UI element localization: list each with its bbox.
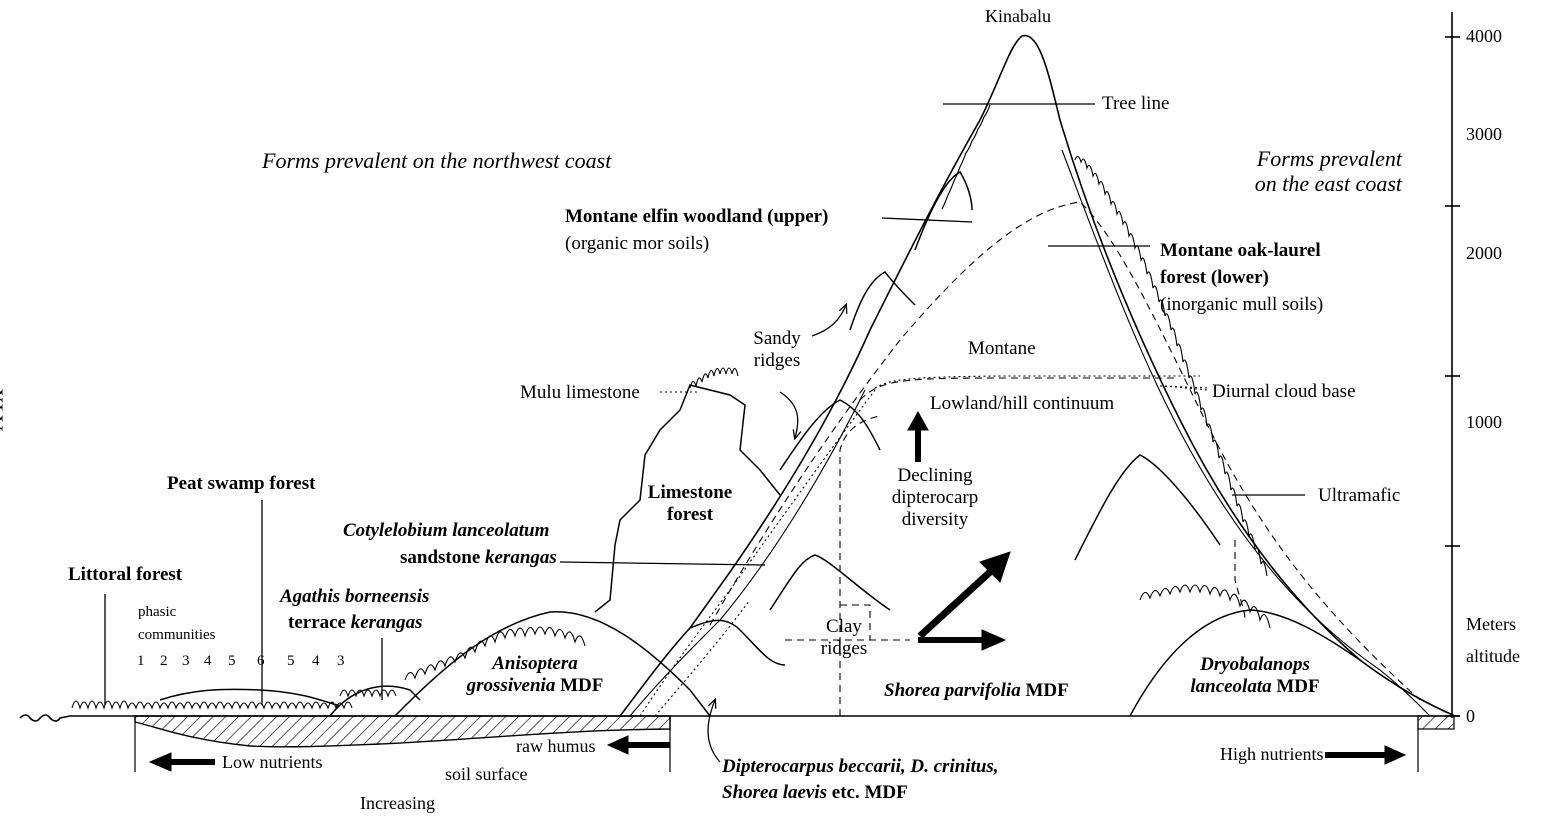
low-nutrients-label: Low nutrients — [222, 752, 323, 772]
montane-zone-label: Montane — [968, 338, 1036, 359]
dryobalanops-species: lanceolata — [1190, 675, 1272, 697]
dipterocarpus-label-2: Shorea laevis etc. MDF — [722, 782, 908, 804]
agathis-label: Agathis borneensis — [280, 586, 430, 607]
increasing-label: Increasing — [360, 793, 435, 813]
etc-mdf-word: etc. MDF — [827, 782, 908, 803]
shorea-species: Shorea parvifolia — [884, 680, 1021, 701]
phasic-number: 2 — [160, 653, 168, 669]
altitude-tick-0: 0 — [1466, 706, 1475, 726]
terrace-kerangas-label: terrace kerangas — [288, 612, 423, 634]
soil-layer-east — [1417, 715, 1455, 730]
shorea-parvifolia-label: Shorea parvifolia MDF — [884, 680, 1069, 702]
dipterocarpus-label-1: Dipterocarpus beccarii, D. crinitus, — [722, 756, 999, 777]
phasic-number: 3 — [337, 653, 345, 669]
anisoptera-label: Anisoptera grossivenia MDF — [440, 653, 630, 697]
lowland-hill-label: Lowland/hill continuum — [930, 393, 1115, 414]
terrace-kerangas-word: kerangas — [350, 612, 423, 633]
phasic-label-1: phasic — [138, 604, 177, 620]
phasic-number: 6 — [257, 653, 265, 669]
altitude-axis-label-1: Meters — [1466, 614, 1516, 634]
dryobalanops-line-2: lanceolata MDF — [1175, 676, 1335, 698]
kerangas-word: kerangas — [485, 547, 557, 568]
oak-laurel-label-2: forest (lower) — [1160, 267, 1269, 288]
clay-ridges-line-2: ridges — [820, 637, 868, 659]
cotylelobium-label: Cotylelobium lanceolatum — [343, 520, 550, 541]
altitude-tick-4000: 4000 — [1466, 26, 1502, 46]
dotted-pointers — [660, 385, 1209, 393]
east-heading-line-1: Forms prevalent — [1256, 146, 1402, 171]
elfin-soils-label: (organic mor soils) — [565, 233, 710, 254]
littoral-forest-label: Littoral forest — [68, 564, 183, 585]
altitude-tick-3000: 3000 — [1466, 124, 1502, 144]
sandy-ridges-line-1: Sandy — [753, 328, 801, 349]
altitude-tick-2000: 2000 — [1466, 243, 1502, 263]
sandstone-word: sandstone — [400, 547, 485, 568]
altitude-axis-label-2: altitude — [1466, 646, 1520, 666]
side-page-label: XLV — [0, 388, 8, 432]
sandy-ridges-label: Sandy ridges — [742, 328, 812, 372]
anisoptera-species: grossivenia — [466, 674, 556, 696]
declining-line-1: Declining — [897, 465, 973, 486]
east-heading: Forms prevalent on the east coast — [1222, 146, 1402, 197]
declining-diversity-label: Declining dipterocarp diversity — [880, 465, 990, 531]
phasic-number: 5 — [287, 653, 295, 669]
peak-label: Kinabalu — [985, 6, 1051, 26]
pointer-lines — [104, 103, 1305, 705]
dryobalanops-mdf: MDF — [1271, 675, 1320, 697]
clay-ridges-line-1: Clay — [826, 616, 862, 637]
phasic-label-2: communities — [138, 627, 216, 643]
phasic-number: 4 — [312, 653, 320, 669]
altitude-tick-1000: 1000 — [1466, 412, 1502, 432]
phasic-number: 1 — [137, 653, 145, 669]
declining-line-2: dipterocarp — [891, 486, 979, 508]
high-nutrients-label: High nutrients — [1220, 744, 1324, 764]
soil-surface-label: soil surface — [445, 764, 528, 784]
dryobalanops-label: Dryobalanops lanceolata MDF — [1175, 654, 1335, 698]
limestone-forest-label: Limestone forest — [640, 482, 740, 526]
shorea-laevis-word: Shorea laevis — [722, 782, 828, 803]
oak-laurel-label-1: Montane oak-laurel — [1160, 240, 1321, 261]
mulu-limestone-label: Mulu limestone — [520, 382, 640, 403]
tree-line-label: Tree line — [1102, 93, 1170, 114]
phasic-number: 3 — [182, 653, 190, 669]
kinabalu-outline — [619, 34, 1456, 717]
ultramafic-label: Ultramafic — [1318, 485, 1401, 506]
clay-ridges-label: Clay ridges — [812, 616, 876, 660]
limestone-forest-line-1: Limestone — [647, 482, 733, 503]
phasic-number: 4 — [204, 653, 212, 669]
limestone-forest-line-2: forest — [666, 503, 714, 525]
phasic-number: 5 — [228, 653, 236, 669]
peat-swamp-label: Peat swamp forest — [167, 473, 316, 494]
zone-boundaries — [709, 201, 1421, 716]
anisoptera-mdf: MDF — [555, 674, 604, 696]
shorea-mdf: MDF — [1020, 680, 1069, 701]
anisoptera-line-1: Anisoptera — [492, 653, 578, 674]
sandy-ridges-line-2: ridges — [753, 349, 801, 371]
cloud-base-line — [639, 375, 1211, 717]
elfin-woodland-label: Montane elfin woodland (upper) — [565, 206, 829, 227]
raw-humus-label: raw humus — [516, 736, 596, 756]
curved-arrows — [707, 305, 846, 763]
declining-line-3: diversity — [901, 508, 969, 530]
soil-layer — [134, 715, 671, 748]
sandstone-kerangas-label: sandstone kerangas — [400, 547, 557, 569]
bold-arrows — [148, 410, 1407, 772]
dryobalanops-line-1: Dryobalanops — [1200, 654, 1310, 675]
oak-laurel-soils-label: (inorganic mull soils) — [1160, 294, 1324, 315]
terrace-word: terrace — [288, 612, 351, 633]
east-heading-line-2: on the east coast — [1254, 171, 1402, 197]
altitude-axis — [1445, 12, 1460, 718]
cloud-base-label: Diurnal cloud base — [1212, 381, 1356, 402]
northwest-heading: Forms prevalent on the northwest coast — [262, 148, 612, 173]
anisoptera-line-2: grossivenia MDF — [440, 675, 630, 697]
